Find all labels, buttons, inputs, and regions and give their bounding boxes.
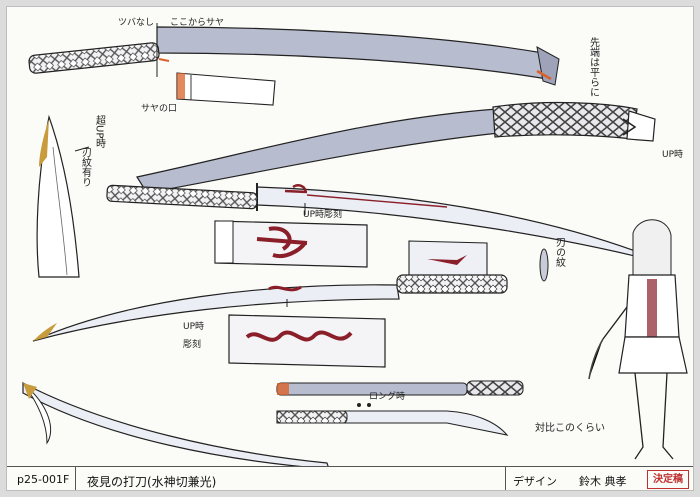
note-up-ji-2: UP時: [183, 322, 205, 332]
note-cho-up-ji: 超UP時: [93, 115, 105, 149]
engraving-closeup-2: [228, 314, 386, 368]
sheet-code: p25-001F: [17, 473, 70, 486]
drawn-sword-lower: [32, 274, 508, 342]
design-label: デザイン: [513, 475, 557, 488]
footer-divider: [505, 467, 506, 490]
note-tsuba-nashi: ツバなし: [118, 18, 155, 28]
note-up-ji: UP時: [662, 150, 684, 160]
sheet-title: 夜見の打刀(水神切兼光): [87, 475, 217, 489]
design-sheet: ツバなし ここからサヤ サヤの口 先端は平らに UP時 超UP時 刃紋有り UP…: [6, 6, 694, 491]
note-hamon-ari: 刃紋有り: [79, 147, 91, 187]
note-up-ji-chokoku: UP時彫刻: [303, 210, 343, 220]
small-sheathed-swords: [276, 380, 524, 436]
final-version-stamp: 決定稿: [647, 470, 689, 489]
engraving-closeup: [214, 220, 368, 268]
note-saya-no-kuchi: サヤの口: [141, 104, 178, 114]
footer-divider: [75, 467, 76, 490]
curved-blade-bottom: [22, 382, 330, 470]
tang-detail: [408, 240, 549, 282]
drawn-sword-engraved: [106, 183, 672, 266]
note-long-ji: ロング時: [369, 392, 406, 402]
note-chokoku: 彫刻: [183, 340, 202, 350]
sheet-footer: p25-001F 夜見の打刀(水神切兼光) デザイン 鈴木 典孝 決定稿: [7, 466, 693, 490]
designer-name: 鈴木 典孝: [579, 475, 627, 488]
sheathed-sword-top: [28, 23, 560, 86]
character-reference: [588, 219, 688, 460]
sword-design-artwork: [22, 23, 688, 470]
note-ha-hamon: 刃の紋: [553, 237, 565, 267]
saya-mouth-detail: [176, 72, 276, 106]
note-sentan-hiraku: 先端は平らに: [587, 37, 599, 97]
sheathed-sword-large: [136, 101, 656, 194]
note-koko-kara-saya: ここからサヤ: [170, 18, 225, 28]
note-taihi: 対比このくらい: [535, 423, 605, 434]
blade-tip-detail: [36, 114, 80, 278]
